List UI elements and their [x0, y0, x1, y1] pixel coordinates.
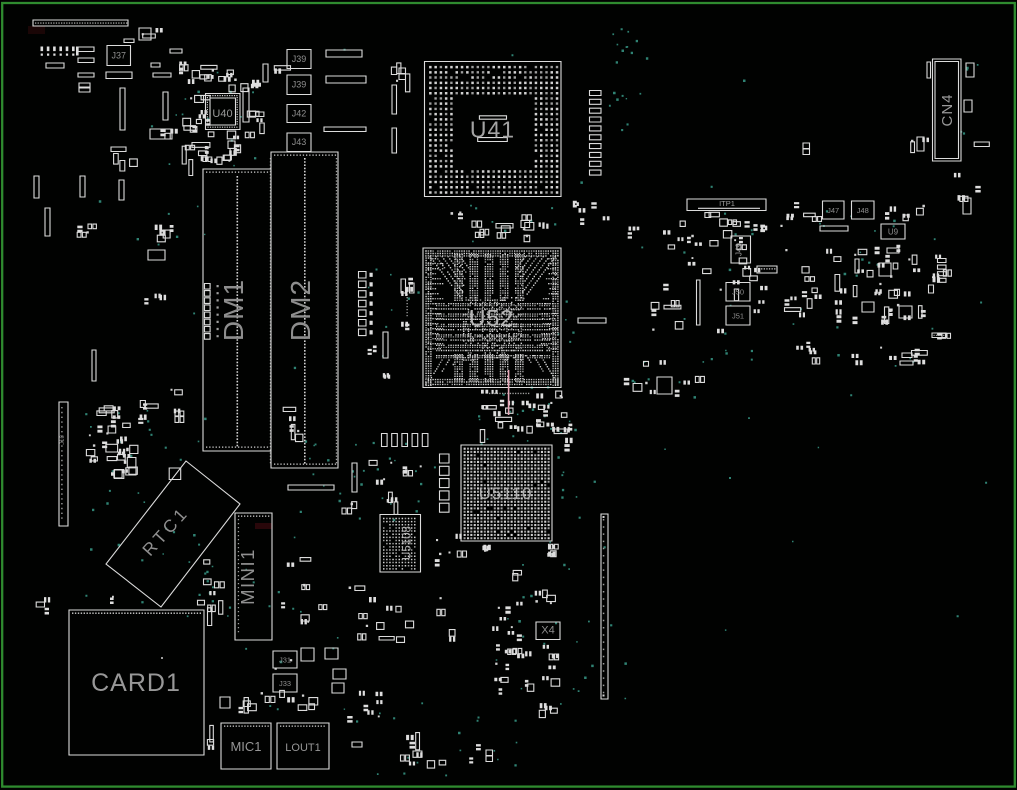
svg-text:X4: X4 — [541, 625, 554, 637]
svg-text:U41: U41 — [470, 117, 515, 143]
svg-text:J49: J49 — [735, 243, 744, 256]
svg-text:J51: J51 — [732, 311, 744, 320]
svg-text:CN4: CN4 — [939, 93, 956, 126]
svg-text:J43: J43 — [292, 137, 307, 147]
svg-text:J10: J10 — [60, 435, 66, 445]
svg-text:J42: J42 — [292, 108, 307, 118]
svg-text:U40: U40 — [212, 108, 232, 120]
svg-text:LOUT1: LOUT1 — [285, 742, 320, 754]
svg-text:DM2: DM2 — [285, 279, 316, 341]
svg-text:U52: U52 — [469, 305, 514, 331]
svg-text:CARD1: CARD1 — [91, 669, 181, 697]
svg-text:J50: J50 — [732, 288, 744, 297]
svg-text:J39: J39 — [292, 80, 307, 90]
svg-text:J48: J48 — [857, 206, 869, 215]
svg-text:J37: J37 — [112, 50, 127, 60]
svg-text:U9: U9 — [888, 227, 899, 236]
svg-text:J33: J33 — [279, 679, 291, 688]
svg-text:J47: J47 — [827, 206, 839, 215]
svg-text:ITP1: ITP1 — [719, 199, 735, 208]
svg-text:U5108: U5108 — [402, 526, 414, 560]
svg-text:U5110: U5110 — [479, 484, 533, 503]
svg-text:DM1: DM1 — [218, 279, 249, 341]
svg-text:MIC1: MIC1 — [230, 739, 261, 754]
svg-text:J39: J39 — [292, 54, 307, 64]
svg-text:MINI1: MINI1 — [237, 548, 258, 605]
svg-text:J31: J31 — [279, 655, 291, 664]
